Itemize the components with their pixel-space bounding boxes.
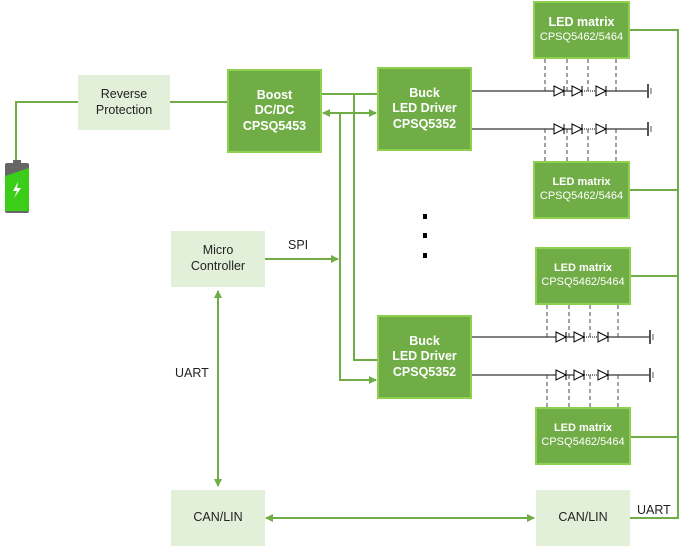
diode-icon — [553, 85, 566, 97]
uart-left-label: UART — [175, 366, 209, 380]
buck-led-driver-top: Buck LED Driver CPSQ5352 — [377, 67, 472, 151]
led-matrix-3: LED matrix CPSQ5462/5464 — [535, 247, 631, 305]
led-matrix-4-title: LED matrix — [553, 422, 613, 435]
diode-icon — [573, 331, 586, 343]
led-matrix-2-title: LED matrix — [552, 176, 611, 189]
diode-icon — [597, 331, 610, 343]
diode-icon — [571, 123, 584, 135]
ellipsis-dot — [423, 214, 427, 219]
micro-line2: Controller — [190, 259, 246, 273]
led-matrix-1-title: LED matrix — [548, 15, 615, 30]
uart-right-label: UART — [637, 503, 671, 517]
boost-dcdc-block: Boost DC/DC CPSQ5453 — [227, 69, 322, 153]
diode-icon — [555, 369, 568, 381]
diode-icon — [595, 85, 608, 97]
buck-led-driver-bottom: Buck LED Driver CPSQ5352 — [377, 315, 472, 399]
led-matrix-1: LED matrix CPSQ5462/5464 — [533, 1, 630, 59]
ellipsis-dot — [423, 253, 427, 258]
wire-right-rail — [630, 29, 679, 519]
buck-top-line1: Buck — [409, 85, 440, 100]
reverse-protection-block: Reverse Protection — [78, 75, 170, 130]
buck-bottom-line2: LED Driver — [392, 349, 457, 364]
boost-line3: CPSQ5453 — [242, 118, 307, 133]
micro-line1: Micro — [202, 243, 234, 258]
diode-icon — [553, 123, 566, 135]
buck-top-line2: LED Driver — [392, 101, 457, 116]
micro-controller-block: Micro Controller — [171, 231, 265, 287]
buck-bottom-line1: Buck — [409, 333, 440, 348]
diode-icon — [597, 369, 610, 381]
led-matrix-1-part: CPSQ5462/5464 — [539, 30, 624, 43]
can-lin-left-label: CAN/LIN — [193, 510, 243, 525]
wire-battery-reverse — [15, 101, 78, 160]
diode-icon — [573, 369, 586, 381]
buck-bottom-line3: CPSQ5352 — [392, 364, 457, 379]
led-matrix-4: LED matrix CPSQ5462/5464 — [535, 407, 631, 465]
diode-icon — [595, 123, 608, 135]
ellipsis-dot — [423, 233, 427, 238]
can-lin-right-label: CAN/LIN — [558, 510, 608, 525]
led-matrix-2-part: CPSQ5462/5464 — [539, 190, 624, 202]
can-lin-right-block: CAN/LIN — [536, 490, 630, 546]
led-matrix-3-part: CPSQ5462/5464 — [541, 276, 625, 288]
diode-icon — [555, 331, 568, 343]
led-matrix-4-part: CPSQ5462/5464 — [541, 436, 625, 448]
can-lin-left-block: CAN/LIN — [171, 490, 265, 546]
wire-boost-buck-bottom — [353, 94, 378, 361]
led-strings — [472, 59, 654, 407]
boost-line1: Boost — [256, 87, 293, 102]
buck-top-line3: CPSQ5352 — [392, 116, 457, 131]
wire-spi-bus-buck-bottom — [339, 113, 377, 384]
led-matrix-3-title: LED matrix — [553, 262, 613, 275]
boost-line2: DC/DC — [254, 103, 295, 118]
spi-label: SPI — [288, 238, 309, 252]
reverse-protection-line1: Reverse — [100, 86, 148, 101]
led-matrix-2: LED matrix CPSQ5462/5464 — [533, 161, 630, 219]
diode-icon — [571, 85, 584, 97]
battery-charging-icon — [3, 160, 31, 214]
reverse-protection-line2: Protection — [95, 102, 153, 117]
